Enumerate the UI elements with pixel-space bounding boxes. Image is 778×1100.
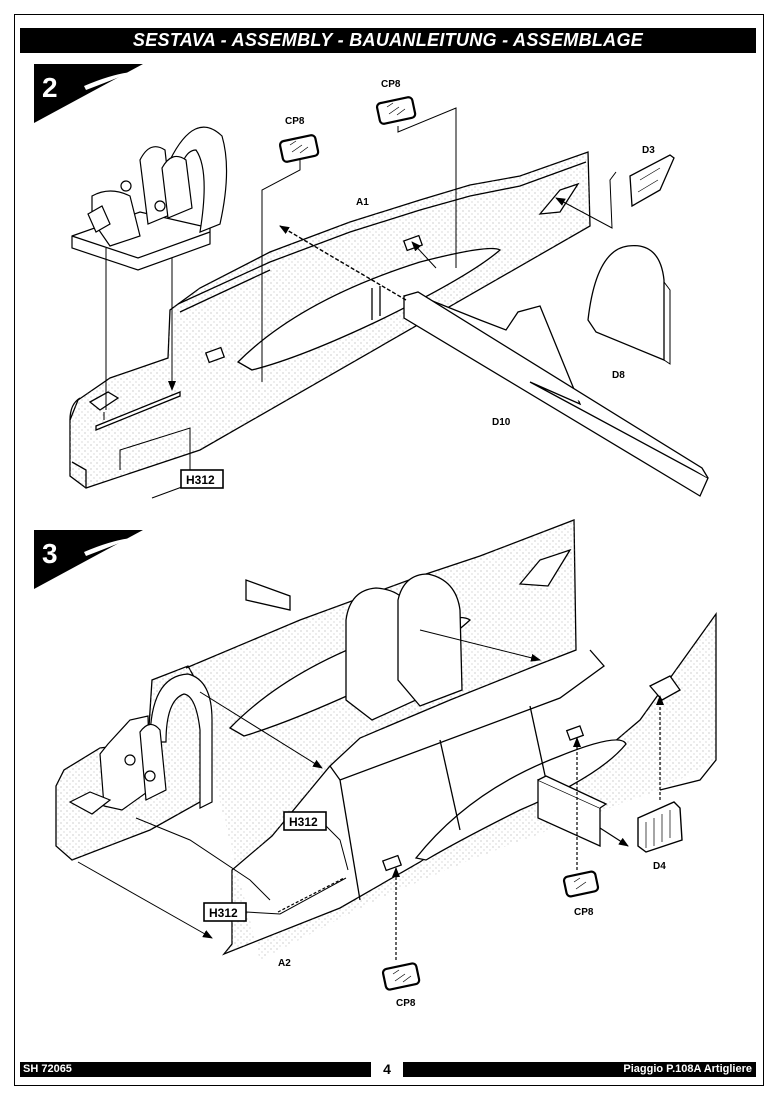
page-number: 4: [383, 1061, 391, 1077]
step-2-marker: 2: [34, 64, 143, 123]
footer-right-bar: [403, 1062, 756, 1077]
footer-product-code: SH 72065: [23, 1063, 72, 1075]
step-2-label-a1: A1: [356, 197, 369, 208]
step-2-part-d8: D8: [587, 245, 671, 381]
step-2-label-d8: D8: [612, 370, 625, 381]
step-3-label-cp8-b: CP8: [396, 998, 416, 1009]
step-3-dashed-arrows: [277, 695, 664, 960]
step-3-marker: 3: [34, 530, 143, 589]
step-3-cp8-right: CP8: [562, 870, 600, 918]
step-2-cp8-left: CP8: [278, 116, 320, 163]
footer-model-title: Piaggio P.108A Artigliere: [623, 1063, 752, 1075]
page-border: [14, 14, 764, 1086]
step-2-ref-h312: H312: [180, 469, 224, 489]
step-2-cp8-right: CP8: [375, 79, 417, 125]
step-2-label-d10: D10: [492, 417, 511, 428]
step-2-label-cp8-b: CP8: [381, 79, 401, 90]
step-2-leader-lines: [103, 107, 617, 499]
step-2-spar-arrow: [279, 225, 407, 301]
step-3-part-d4: D4: [637, 801, 683, 872]
step-2-label-cp8-a: CP8: [285, 116, 305, 127]
step-3-ref-h312-a: H312: [283, 811, 327, 831]
step-2-part-d10: [403, 291, 709, 497]
step-3-label-d4: D4: [653, 861, 666, 872]
header-bar: SESTAVA - ASSEMBLY - BAUANLEITUNG - ASSE…: [20, 28, 756, 53]
step-3-cp8-bottom: CP8: [381, 962, 421, 1009]
step-3-label-cp8-a: CP8: [574, 907, 594, 918]
step-2-fuselage: [69, 151, 591, 489]
step-3-label-h312-b: H312: [209, 906, 238, 920]
step-3-seat-backs: [345, 573, 463, 721]
step-2-part-d3: D3: [629, 145, 675, 208]
step-2-label-d3: D3: [642, 145, 655, 156]
step-3-ref-h312-b: H312: [203, 902, 247, 922]
step-3-leader-lines: [77, 629, 541, 939]
step-2-number: 2: [42, 72, 58, 103]
page-header-title: SESTAVA - ASSEMBLY - BAUANLEITUNG - ASSE…: [132, 30, 644, 50]
footer-left-bar: [20, 1062, 371, 1077]
step-3-wing-spar: [537, 775, 608, 848]
step-3-label-h312-a: H312: [289, 815, 318, 829]
step-3-cockpit-assembly: [68, 673, 213, 815]
step-3-label-a2: A2: [278, 958, 291, 969]
step-2-cockpit-assembly: [71, 126, 228, 271]
step-2-label-h312: H312: [186, 473, 215, 487]
step-3-number: 3: [42, 538, 58, 569]
